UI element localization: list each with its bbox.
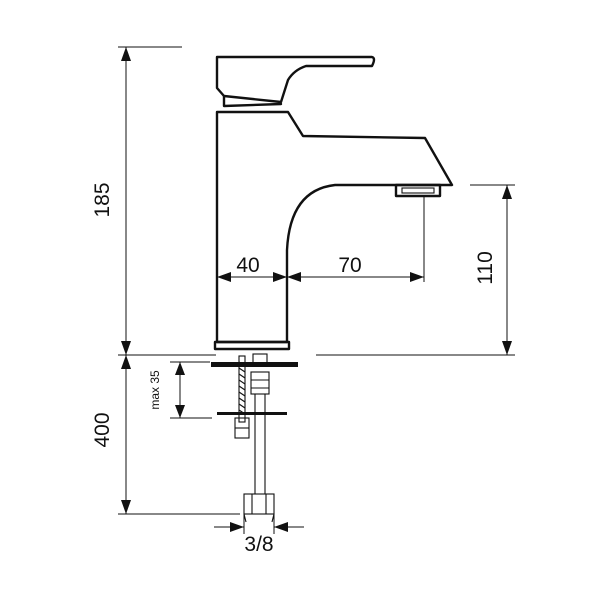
- arrowhead: [274, 522, 288, 532]
- dim-body-width: 40: [217, 254, 287, 282]
- handle-skirt: [222, 94, 283, 108]
- arrowhead: [273, 272, 287, 282]
- arrowhead: [121, 500, 131, 514]
- dim-label-spout-reach: 70: [338, 254, 361, 277]
- base-ring: [213, 340, 291, 351]
- hose-top-fitting: [252, 353, 268, 367]
- lever-handle: [215, 55, 376, 104]
- dim-label-deck-thickness: max 35: [148, 370, 162, 410]
- stud-thread: [238, 361, 246, 415]
- dim-label-thread-size: 3/8: [244, 533, 273, 556]
- aerator: [394, 183, 442, 198]
- arrowhead: [175, 405, 185, 418]
- hose-nut: [250, 371, 270, 395]
- dim-label-spout-height: 110: [474, 251, 497, 284]
- arrowhead: [121, 47, 131, 61]
- dim-overall-height: 185: [91, 46, 216, 356]
- arrowhead: [287, 272, 301, 282]
- arrowhead: [175, 362, 185, 375]
- dim-deck-thickness: max 35: [148, 361, 212, 419]
- arrowhead: [121, 341, 131, 355]
- dim-spout-reach: 70: [287, 196, 425, 282]
- hose-end-fitting: [243, 493, 275, 515]
- arrowhead: [502, 341, 512, 355]
- arrowhead: [230, 522, 244, 532]
- deck-plate: [211, 362, 298, 367]
- dim-label-body-width: 40: [236, 254, 259, 277]
- dim-spout-height: 110: [316, 184, 515, 356]
- dim-supply-length: 400: [91, 355, 240, 515]
- arrowhead: [410, 272, 424, 282]
- dim-thread-size: 3/8: [214, 514, 304, 556]
- deck-mount: [211, 353, 298, 523]
- faucet-outline: [213, 55, 454, 351]
- dim-label-overall-height: 185: [91, 182, 114, 217]
- faucet-body: [215, 110, 454, 344]
- arrowhead: [121, 355, 131, 369]
- arrowhead: [502, 185, 512, 199]
- dim-label-supply-length: 400: [91, 412, 114, 447]
- lower-plate: [217, 412, 287, 415]
- arrowhead: [217, 272, 231, 282]
- aerator-inner: [401, 187, 435, 194]
- threaded-stud: [238, 355, 246, 423]
